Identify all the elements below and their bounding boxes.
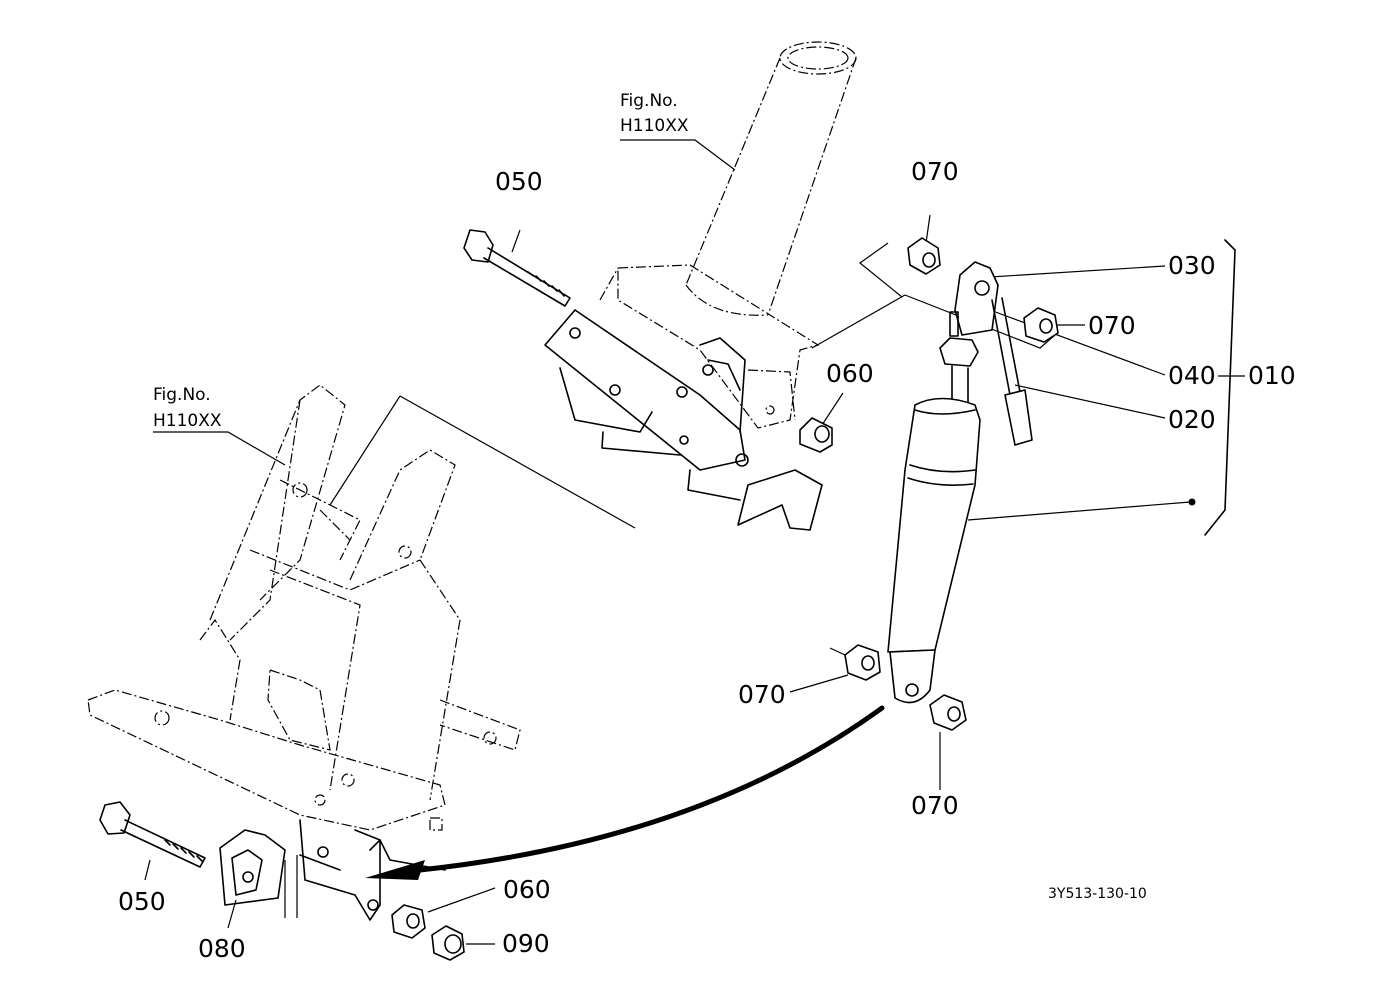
callout-080: 080 (198, 934, 246, 963)
drawing-number: 3Y513-130-10 (1048, 886, 1147, 902)
callout-070-top: 070 (911, 157, 959, 186)
callout-040: 040 (1168, 361, 1216, 390)
callout-070-bottom: 070 (911, 791, 959, 820)
bolt-050-top (463, 229, 571, 307)
callout-060-top: 060 (826, 359, 874, 388)
bolt-050-bottom (99, 801, 206, 881)
spacer-060-top (799, 417, 833, 453)
figure-ref-upper: Fig.No. H110XX (620, 91, 689, 136)
callout-010: 010 (1248, 361, 1296, 390)
callout-070-right: 070 (1088, 311, 1136, 340)
bracket-080 (219, 829, 298, 929)
figure-ref-lower: Fig.No. H110XX (153, 385, 286, 466)
steering-frame-lower (87, 384, 521, 921)
spacer-070-right (1023, 307, 1059, 343)
callout-050-top: 050 (495, 167, 543, 196)
group-bracket-010 (1204, 239, 1236, 536)
assembly-arrow (365, 705, 885, 880)
callout-020: 020 (1168, 405, 1216, 434)
gas-spring-assembly (887, 261, 1033, 704)
callout-050-bottom: 050 (118, 887, 166, 916)
figure-ref-upper-line1: Fig.No. (620, 91, 678, 111)
figure-ref-upper-line2: H110XX (620, 116, 689, 136)
spacer-070-top (907, 237, 941, 275)
spacer-070-left (789, 644, 881, 693)
spacer-060-bottom (391, 887, 496, 939)
callout-090: 090 (502, 929, 550, 958)
figure-ref-lower-line1: Fig.No. (153, 385, 211, 405)
steering-column-upper (544, 41, 857, 531)
callout-060-bottom: 060 (503, 875, 551, 904)
callout-070-left: 070 (738, 680, 786, 709)
figure-ref-lower-line2: H110XX (153, 411, 222, 431)
callout-030: 030 (1168, 251, 1216, 280)
spacer-070-bottom (929, 694, 967, 790)
collar-090 (431, 925, 495, 961)
